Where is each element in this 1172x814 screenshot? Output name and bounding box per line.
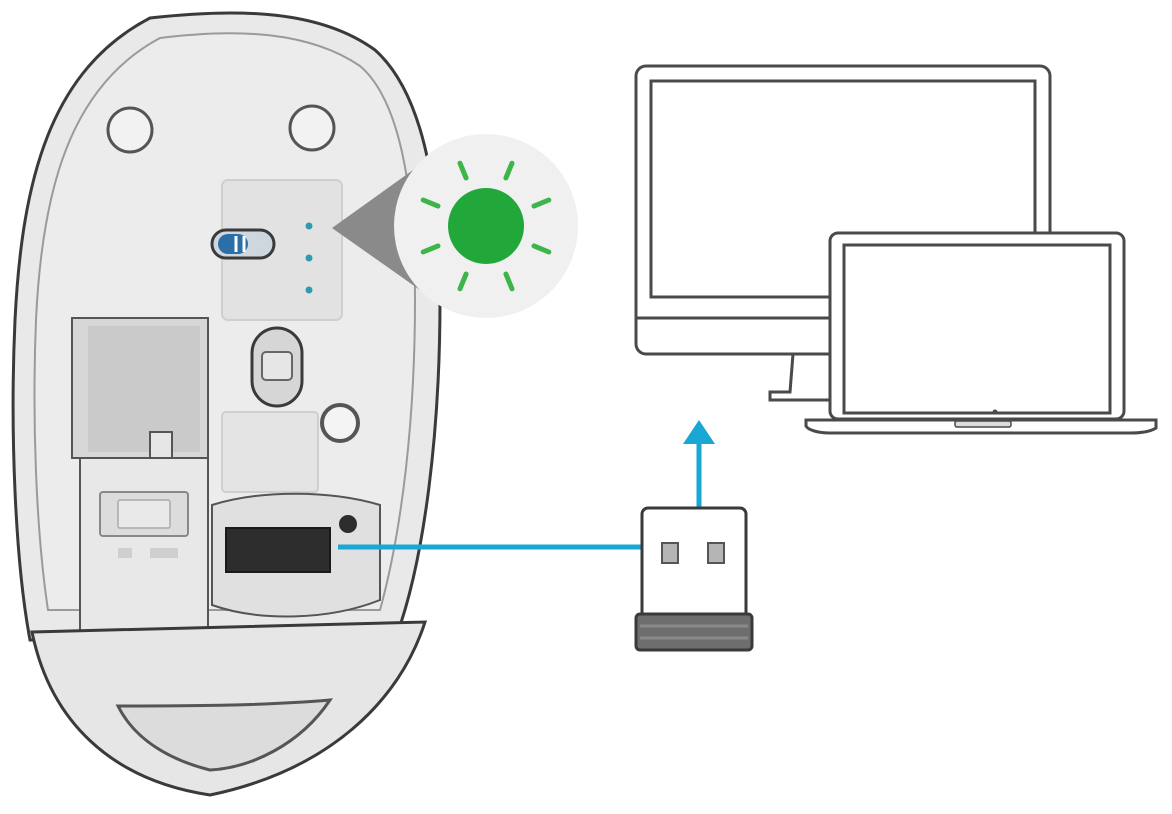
led-glow-ray [503,271,515,292]
callout-wedge [332,165,420,290]
led-callout [332,134,578,318]
usb-receiver-icon [634,506,754,652]
laptop-icon [804,231,1158,435]
connect-button-icon [320,403,360,443]
led-glow-ray [531,243,552,255]
mouse-underside-icon [11,11,442,797]
stored-receiver-icon [225,527,331,573]
connection-indicator [338,420,715,550]
led-glow-ray [503,160,515,181]
mouse-foot-top-right [288,104,336,152]
led-glow-ray [457,160,469,181]
mouse-foot-top-left [106,106,154,154]
led-glow-ray [531,197,552,209]
led-glow-ray [457,271,469,292]
channel-switch-icon [210,228,276,260]
led-glow-ray [420,243,441,255]
connection-arrow-head [683,420,715,444]
led-glow-ray [420,197,441,209]
optical-sensor-icon [250,326,304,408]
led-indicator-icon [420,160,552,292]
